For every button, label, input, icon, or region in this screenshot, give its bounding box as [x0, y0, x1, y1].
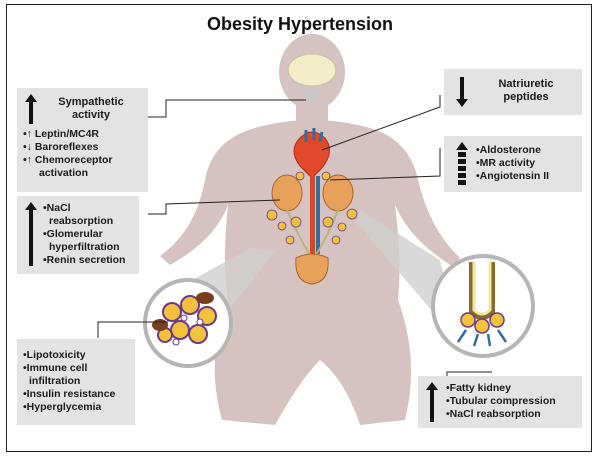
kidney-item-reabsorption: reabsorption [49, 215, 114, 227]
aldosterone-item-aldosterone: •Aldosterone [476, 144, 541, 156]
adipose-item-infiltration: infiltration [29, 375, 81, 387]
aldosterone-box: •Aldosterone •MR activity •Angiotensin I… [444, 136, 582, 192]
aldosterone-item-mr-activity: •MR activity [476, 157, 536, 169]
brain-icon [287, 53, 337, 102]
sympathetic-item-leptin: •↑ Leptin/MC4R [23, 128, 100, 140]
aldosterone-item-angiotensin: •Angiotensin II [476, 170, 550, 182]
kidney-item-glomerular: •Glomerular [43, 228, 103, 240]
adipose-box: •Lipotoxicity •Immune cell infiltration … [17, 339, 135, 425]
dashed-up-arrow-icon [456, 142, 468, 185]
kidney-item-hyperfiltration: hyperfiltration [49, 241, 120, 253]
sympathetic-heading-1: Sympathetic [58, 96, 124, 108]
heart-icon [293, 128, 330, 179]
up-arrow-icon [25, 202, 37, 266]
up-arrow-icon [25, 94, 37, 124]
kidney-function-box: •NaCl reabsorption •Glomerular hyperfilt… [17, 196, 139, 274]
connector-lines [97, 95, 492, 376]
adipose-item-insulin: •Insulin resistance [23, 388, 116, 400]
kidney-zoom [356, 210, 535, 358]
bladder-icon [295, 253, 329, 285]
figure-title: Obesity Hypertension [206, 14, 394, 34]
kidney-item-nacl: •NaCl [43, 202, 71, 214]
up-arrow-icon [426, 382, 438, 422]
down-arrow-icon [456, 77, 468, 107]
figure-frame [6, 4, 592, 452]
fatty-kidney-item-tubular: •Tubular compression [446, 395, 556, 407]
kidney-item-renin: •Renin secretion [43, 254, 126, 266]
adipose-zoom [143, 248, 275, 368]
natriuretic-box: Natriuretic peptides [444, 69, 582, 115]
sympathetic-item-activation: activation [39, 167, 89, 179]
fatty-kidney-item-nacl: •NaCl reabsorption [446, 408, 541, 420]
fatty-kidney-item-fatty: •Fatty kidney [446, 382, 511, 394]
sympathetic-box: Sympathetic activity •↑ Leptin/MC4R •↓ B… [17, 88, 148, 192]
fatty-kidney-box: •Fatty kidney •Tubular compression •NaCl… [418, 376, 582, 428]
adipose-item-lipotoxicity: •Lipotoxicity [23, 349, 86, 361]
sympathetic-item-baroreflexes: •↓ Baroreflexes [23, 141, 99, 153]
fat-deposits [266, 171, 358, 245]
adipose-item-hyperglycemia: •Hyperglycemia [23, 401, 102, 413]
natriuretic-heading-2: peptides [503, 91, 549, 103]
sympathetic-heading-2: activity [72, 109, 110, 121]
adipose-item-immune: •Immune cell [23, 362, 88, 374]
sympathetic-item-chemoreceptor: •↑ Chemoreceptor [23, 154, 113, 166]
natriuretic-heading-1: Natriuretic [498, 78, 554, 90]
kidneys-icon [271, 174, 354, 259]
